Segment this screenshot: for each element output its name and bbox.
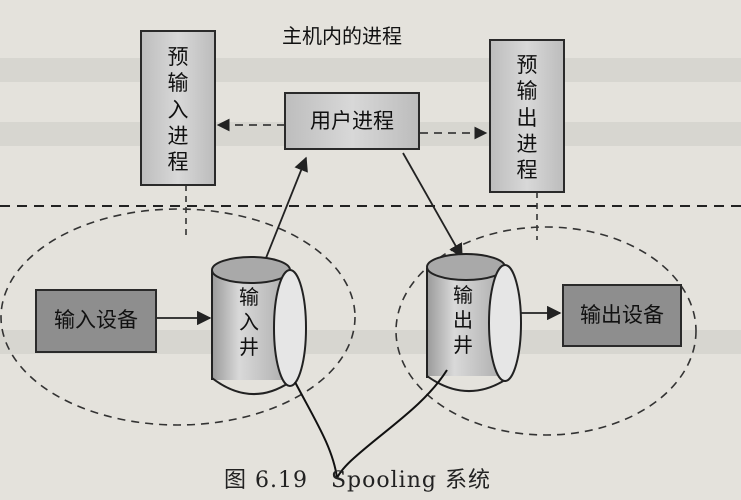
input-well-cylinder	[211, 256, 307, 395]
user-process-label: 用户进程	[310, 109, 394, 133]
caption-pointer-right	[336, 369, 448, 479]
output-device-box	[562, 284, 682, 347]
input-device-label: 输入设备	[54, 308, 138, 332]
output-device-label: 输出设备	[580, 303, 664, 327]
diagram-header: 主机内的进程	[282, 24, 402, 48]
pre-output-process-label: 预输出进程	[516, 53, 538, 182]
input-device-box	[35, 289, 157, 353]
user-process-box	[284, 92, 420, 150]
output-well-cylinder	[426, 253, 522, 392]
user-to-output-well-arrow	[402, 152, 463, 259]
figure-caption: 图 6.19 Spooling 系统	[224, 468, 491, 493]
caption-pointer-left	[294, 381, 338, 479]
input-well-to-user-arrow	[261, 156, 308, 269]
pre-input-process-box	[140, 30, 216, 186]
input-region-ellipse	[0, 208, 356, 426]
output-well-label: 输出井	[453, 283, 473, 357]
input-well-label: 输入井	[239, 285, 259, 359]
pre-input-process-label: 预输入进程	[167, 45, 189, 174]
output-region-ellipse	[395, 226, 697, 436]
pre-output-process-box	[489, 39, 565, 193]
